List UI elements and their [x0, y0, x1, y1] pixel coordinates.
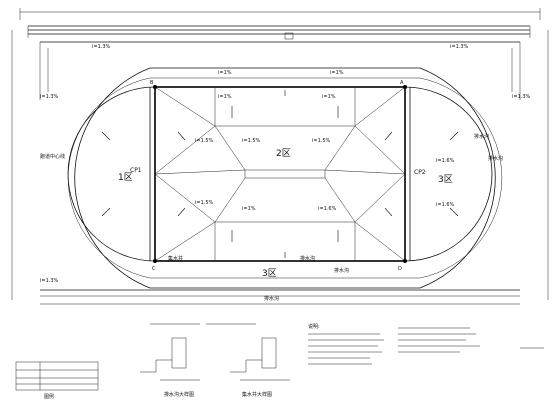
slope-label: i=1.5%: [195, 138, 214, 144]
slope-label: i=1.3%: [40, 278, 59, 284]
detail-drawing-2: 集水井大样图: [206, 323, 290, 398]
ridge-line: [154, 221, 216, 262]
detail-title: 排水沟大样图: [164, 391, 194, 398]
slope-label: i=1.6%: [318, 206, 337, 212]
slope-label: i=1.3%: [92, 44, 111, 50]
zone-label: 3区: [438, 174, 453, 185]
slope-label: i=1.5%: [242, 138, 261, 144]
corner-letter: B: [150, 80, 154, 86]
legend-title: 图例: [44, 393, 54, 400]
zone-label: 2区: [276, 148, 291, 159]
ridge-line: [354, 221, 406, 262]
corner-letter: C: [152, 266, 156, 272]
corner-letter: D: [398, 266, 402, 272]
slope-label: i=1.6%: [436, 202, 455, 208]
side-label: 排水沟: [474, 133, 489, 140]
field-crown-top: [214, 125, 356, 171]
side-label: 排水沟: [264, 295, 279, 302]
zone-label: 1区: [118, 172, 133, 183]
catch-basin: [284, 32, 294, 40]
slope-label: i=1.3%: [512, 94, 531, 100]
outer-track-boundary: [74, 67, 496, 289]
ridge-line: [354, 125, 406, 175]
cp-label: CP2: [414, 169, 426, 176]
ridge-line: [354, 86, 406, 127]
slope-label: i=1%: [322, 94, 336, 100]
slope-label: i=1%: [242, 206, 256, 212]
ridge-line: [154, 173, 216, 223]
corner-marker: [403, 85, 407, 89]
notes-block: 说明:: [308, 323, 544, 365]
football-field: [154, 86, 406, 262]
side-label: 跑道中心线: [40, 153, 65, 160]
ridge-line: [324, 169, 406, 175]
corner-letter: A: [400, 80, 404, 86]
zone-label: 3区: [262, 268, 277, 279]
side-label: 集水井: [168, 255, 183, 262]
corner-marker: [153, 85, 157, 89]
field-crown-bottom: [214, 177, 356, 223]
slope-label: i=1.3%: [40, 94, 59, 100]
ridge-line: [354, 173, 406, 223]
ridge-line: [154, 86, 216, 127]
legend-box: 图例: [15, 361, 99, 400]
slope-label: i=1.6%: [436, 158, 455, 164]
slope-label: i=1.3%: [450, 44, 469, 50]
slope-label: i=1%: [218, 94, 232, 100]
detail-drawing-1: 排水沟大样图: [140, 323, 200, 398]
corner-marker: [403, 259, 407, 263]
corner-marker: [153, 259, 157, 263]
ridge-line: [154, 169, 246, 175]
cp-label: CP1: [130, 167, 142, 174]
slope-label: i=1%: [218, 70, 232, 76]
slope-label: i=1.5%: [312, 138, 331, 144]
slope-label: i=1%: [330, 70, 344, 76]
slope-label: i=1.5%: [195, 200, 214, 206]
side-label: 排水沟: [334, 267, 349, 274]
detail-title: 集水井大样图: [242, 391, 272, 398]
notes-title: 说明:: [308, 323, 320, 330]
side-label: 排水沟: [488, 155, 503, 162]
ridge-line: [154, 125, 216, 175]
side-label: 排水沟: [300, 255, 315, 262]
slope-arrows: [101, 90, 459, 258]
